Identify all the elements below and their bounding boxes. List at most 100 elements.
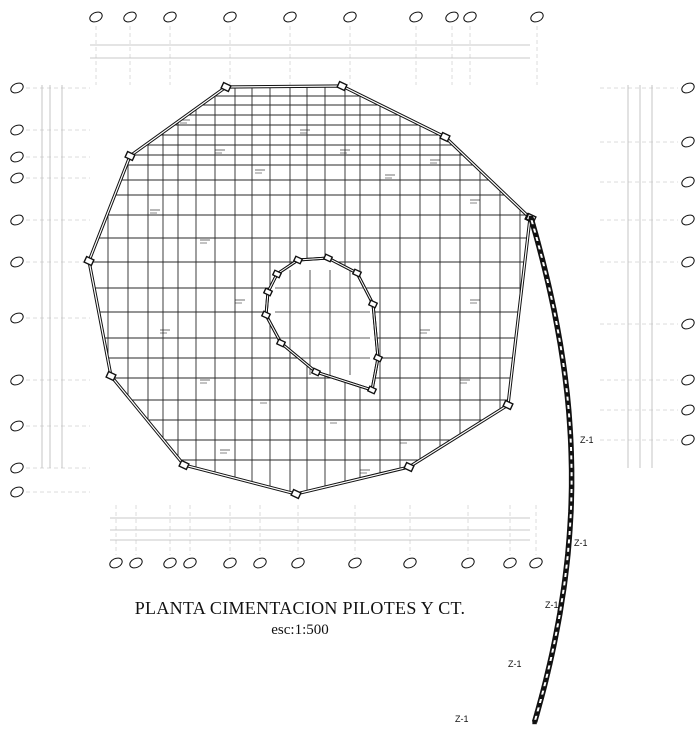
axis-bubble	[461, 557, 475, 569]
spiral-pile	[568, 509, 574, 515]
pile-cap-label: Z-1	[545, 600, 559, 610]
pile-cap	[260, 310, 272, 320]
spiral-pile	[544, 274, 549, 279]
axis-bubble	[283, 11, 297, 23]
pile-caps	[83, 80, 537, 500]
axis-bubble	[10, 82, 24, 94]
spiral-pile	[566, 409, 571, 414]
spiral-pile	[532, 719, 537, 725]
spiral-pile	[562, 577, 568, 582]
pile-cap	[310, 367, 322, 377]
spiral-pile	[559, 602, 564, 607]
axis-bubble	[10, 151, 24, 163]
spiral-pile	[531, 224, 536, 229]
axis-bubble	[183, 557, 197, 569]
pile-cap-labels: Z-1 Z-1 Z-1 Z-1 Z-1	[455, 435, 594, 724]
spiral-pile	[541, 686, 546, 691]
axis-bubble	[409, 11, 423, 23]
axis-bubble	[10, 312, 24, 324]
pile-cap	[403, 461, 415, 473]
axis-bubble	[530, 11, 544, 23]
spiral-pile	[564, 560, 570, 565]
pile-cap	[124, 150, 136, 162]
axis-bubble	[681, 374, 695, 386]
axis-bubble	[129, 557, 143, 569]
dimension-lines	[26, 26, 678, 555]
pile-cap	[336, 80, 348, 92]
pile-cap	[275, 338, 287, 348]
drawing-scale: esc:1:500	[271, 622, 329, 638]
axis-bubble	[445, 11, 459, 23]
spiral-pile	[556, 619, 561, 624]
spiral-pile	[567, 526, 573, 531]
axis-bubble	[109, 557, 123, 569]
spiral-ramp-piles	[528, 215, 575, 725]
pile-cap	[502, 399, 514, 411]
axis-bubble	[10, 124, 24, 136]
axis-bubble	[348, 557, 362, 569]
drawing-title: PLANTA CIMENTACION PILOTES Y CT.	[134, 598, 466, 618]
axis-bubble	[253, 557, 267, 569]
axis-bubble	[223, 11, 237, 23]
axis-bubble	[681, 136, 695, 148]
pile-cap	[178, 459, 190, 471]
axis-bubble	[681, 214, 695, 226]
spiral-pile	[569, 476, 574, 481]
axis-bubble	[10, 420, 24, 432]
axis-bubble	[123, 11, 137, 23]
axis-bubble	[89, 11, 103, 23]
perimeter-beam-inner	[88, 85, 531, 495]
spiral-pile	[554, 627, 560, 632]
spiral-pile	[565, 400, 571, 405]
spiral-pile	[560, 358, 566, 363]
pile-cap-label: Z-1	[580, 435, 594, 445]
spiral-pile	[559, 350, 564, 355]
axis-bubble	[529, 557, 543, 569]
pile-cap-label: Z-1	[508, 659, 522, 669]
pile-cap	[290, 488, 302, 500]
spiral-pile	[563, 568, 569, 573]
pile-cap	[262, 287, 274, 297]
axis-bubble	[681, 318, 695, 330]
spiral-pile	[560, 593, 565, 599]
spiral-pile	[568, 518, 573, 523]
axis-bubble	[223, 557, 237, 569]
pile-cap	[367, 299, 379, 309]
spiral-pile	[569, 451, 574, 456]
axis-bubble	[163, 11, 177, 23]
axis-bubble	[10, 462, 24, 474]
pile-cap	[322, 253, 334, 263]
spiral-pile	[567, 425, 573, 431]
inner-core-beam	[264, 256, 380, 392]
pile-cap	[366, 385, 378, 395]
spiral-pile	[564, 392, 570, 397]
axis-bubble	[10, 256, 24, 268]
pile-cap	[271, 269, 283, 279]
spiral-pile	[550, 299, 555, 305]
spiral-pile	[546, 283, 551, 288]
spiral-pile	[534, 711, 540, 716]
spiral-pile	[568, 501, 574, 506]
axis-bubble	[10, 214, 24, 226]
spiral-pile	[565, 551, 571, 557]
spiral-pile	[551, 644, 556, 649]
spiral-pile	[568, 442, 574, 447]
core-beam-outline	[264, 256, 380, 392]
spiral-pile	[538, 249, 543, 254]
axis-bubble	[163, 557, 177, 569]
spiral-pile	[549, 652, 554, 657]
axis-bubble	[10, 486, 24, 498]
spiral-pile	[556, 333, 562, 338]
spiral-pile	[540, 257, 545, 263]
spiral-pile	[567, 417, 572, 422]
spiral-pile	[557, 610, 563, 615]
axis-bubble	[343, 11, 357, 23]
pile-cap	[83, 255, 95, 267]
spiral-pile	[569, 484, 574, 489]
spiral-pile	[553, 635, 558, 641]
spiral-pile	[553, 316, 558, 321]
axis-bubble	[463, 11, 477, 23]
pile-cap	[292, 255, 304, 265]
spiral-pile	[542, 266, 547, 271]
